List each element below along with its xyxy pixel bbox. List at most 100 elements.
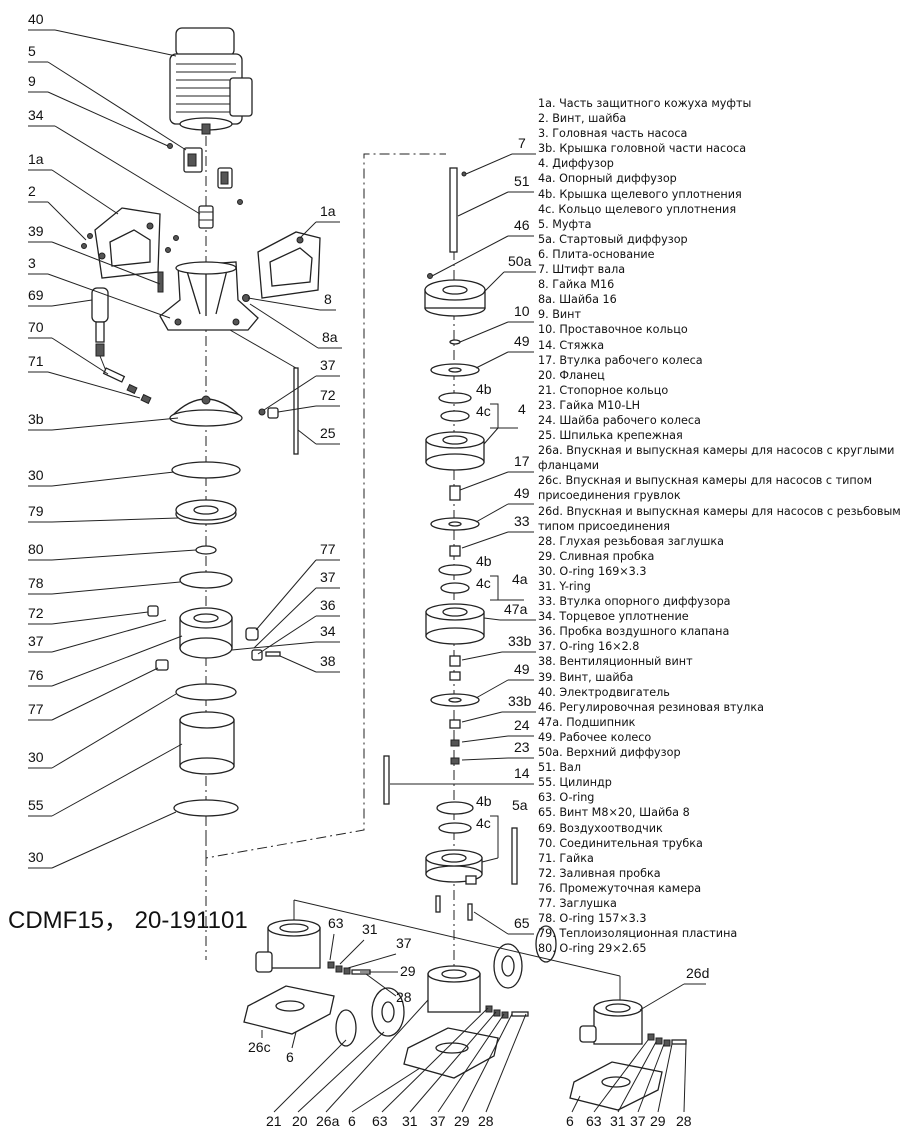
callout-4c-2: 4c bbox=[476, 575, 491, 591]
top-diffuser-part bbox=[424, 279, 486, 317]
callout-5: 5 bbox=[28, 43, 36, 59]
callout-72-top: 72 bbox=[320, 387, 336, 403]
callout-r-28: 28 bbox=[478, 1113, 494, 1129]
callout-65: 65 bbox=[514, 915, 530, 931]
callout-71: 71 bbox=[28, 353, 44, 369]
callout-b-37: 37 bbox=[396, 935, 412, 951]
legend-item: 28. Глухая резьбовая заглушка bbox=[538, 534, 725, 548]
shaft-part bbox=[449, 167, 467, 253]
callout-2: 2 bbox=[28, 183, 36, 199]
callout-49-a: 49 bbox=[514, 333, 530, 349]
o-ring-157-part bbox=[179, 571, 233, 589]
legend-item: 46. Регулировочная резиновая втулка bbox=[538, 700, 764, 714]
legend-item: 71. Гайка bbox=[538, 851, 594, 865]
legend-item: 55. Цилиндр bbox=[538, 776, 612, 790]
callout-23: 23 bbox=[514, 739, 530, 755]
callout-33b-2: 33b bbox=[508, 693, 532, 709]
callout-8: 8 bbox=[324, 291, 332, 307]
callout-r-63: 63 bbox=[372, 1113, 388, 1129]
threaded-chamber-part bbox=[579, 999, 687, 1047]
callout-4b-3: 4b bbox=[476, 793, 492, 809]
callouts-left: 40 5 9 34 1a 2 1a 39 3 8 69 8a 70 37 71 … bbox=[28, 11, 342, 869]
legend-item: 38. Вентиляционный винт bbox=[538, 655, 693, 669]
legend-item: 77. Заглушка bbox=[538, 896, 617, 910]
legend-item: 80. O-ring 29×2.65 bbox=[538, 942, 647, 956]
callout-51: 51 bbox=[514, 173, 530, 189]
callout-rr-37: 37 bbox=[630, 1113, 646, 1129]
model-label: CDMF15， 20-191101 bbox=[8, 907, 248, 934]
legend-item: 72. Заливная пробка bbox=[538, 866, 661, 880]
callout-4c-3: 4c bbox=[476, 815, 491, 831]
legend-item: 65. Винт M8×20, Шайба 8 bbox=[538, 806, 690, 820]
legend-item: 79. Теплоизоляционная пластина bbox=[538, 927, 738, 941]
callout-8a: 8a bbox=[322, 329, 338, 345]
legend-item: 40. Электродвигатель bbox=[538, 685, 670, 699]
legend-item: 70. Соединительная трубка bbox=[538, 836, 703, 850]
starting-diffuser-part bbox=[425, 849, 483, 885]
callout-34: 34 bbox=[28, 107, 44, 123]
callout-b-26d: 26d bbox=[686, 965, 709, 981]
callout-b-29: 29 bbox=[400, 963, 416, 979]
legend-item: 31. Y-ring bbox=[538, 580, 591, 593]
coupling-guard-left-part bbox=[81, 207, 179, 279]
callouts-middle: 7 51 46 50a 10 49 4b 4c 4 17 49 33 4b 4c… bbox=[390, 135, 536, 935]
callout-77-top: 77 bbox=[320, 541, 336, 557]
callout-r-37: 37 bbox=[430, 1113, 446, 1129]
legend-item: 14. Стяжка bbox=[538, 338, 605, 352]
legend-item: 23. Гайка M10-LH bbox=[538, 398, 641, 412]
callout-49-c: 49 bbox=[514, 661, 530, 677]
callout-r-26a: 26a bbox=[316, 1113, 340, 1129]
coupling-part bbox=[167, 143, 243, 205]
pump-head-part bbox=[157, 261, 259, 331]
callout-b-26c: 26c bbox=[248, 1039, 271, 1055]
coupling-guard-right-part bbox=[257, 231, 321, 299]
callout-39: 39 bbox=[28, 223, 44, 239]
legend-item: 69. Воздухоотводчик bbox=[538, 821, 663, 835]
callout-40: 40 bbox=[28, 11, 44, 27]
callout-47a: 47a bbox=[504, 601, 528, 617]
callout-4a: 4a bbox=[512, 571, 528, 587]
callout-rr-29: 29 bbox=[650, 1113, 666, 1129]
callout-14: 14 bbox=[514, 765, 530, 781]
legend-item: 29. Сливная пробка bbox=[538, 549, 655, 563]
legend-item: 26c. Впускная и выпускная камеры для нас… bbox=[538, 474, 873, 503]
callout-72-mid: 72 bbox=[28, 605, 44, 621]
callout-4: 4 bbox=[518, 401, 526, 417]
round-flange-chamber-part bbox=[335, 925, 557, 1047]
callouts-bottom: 63 31 37 29 28 26c 6 26d 21 20 26a 6 63 … bbox=[248, 915, 709, 1129]
callout-17: 17 bbox=[514, 453, 530, 469]
callout-30-b: 30 bbox=[28, 749, 44, 765]
legend-item: 4b. Крышка щелевого уплотнения bbox=[538, 187, 742, 201]
callout-r-6: 6 bbox=[348, 1113, 356, 1129]
callout-r-21: 21 bbox=[266, 1113, 282, 1129]
callout-38: 38 bbox=[320, 653, 336, 669]
legend-item: 37. O-ring 16×2.8 bbox=[538, 640, 640, 654]
legend-item: 39. Винт, шайба bbox=[538, 670, 634, 684]
legend-item: 78. O-ring 157×3.3 bbox=[538, 912, 647, 926]
callout-b-28: 28 bbox=[396, 989, 412, 1005]
callout-b-31: 31 bbox=[362, 921, 378, 937]
o-ring-part bbox=[171, 461, 241, 479]
small-o-ring-part bbox=[195, 545, 217, 555]
callout-3b: 3b bbox=[28, 411, 44, 427]
legend-item: 17. Втулка рабочего колеса bbox=[538, 353, 703, 367]
callout-50a: 50a bbox=[508, 253, 532, 269]
callout-37-top: 37 bbox=[320, 357, 336, 373]
callout-4b-1: 4b bbox=[476, 381, 492, 397]
callout-7: 7 bbox=[518, 135, 526, 151]
legend-item: 5. Муфта bbox=[538, 217, 592, 231]
cylinder-part bbox=[179, 711, 235, 775]
callout-79: 79 bbox=[28, 503, 44, 519]
callout-4c-1: 4c bbox=[476, 403, 491, 419]
legend-item: 36. Пробка воздушного клапана bbox=[538, 625, 730, 639]
callout-49-b: 49 bbox=[514, 485, 530, 501]
callout-25: 25 bbox=[320, 425, 336, 441]
legend-item: 49. Рабочее колесо bbox=[538, 730, 652, 744]
callout-b-63: 63 bbox=[328, 915, 344, 931]
legend-item: 30. O-ring 169×3.3 bbox=[538, 564, 647, 578]
legend-item: 20. Фланец bbox=[538, 368, 605, 382]
callout-34-mid: 34 bbox=[320, 623, 336, 639]
callout-30-c: 30 bbox=[28, 849, 44, 865]
